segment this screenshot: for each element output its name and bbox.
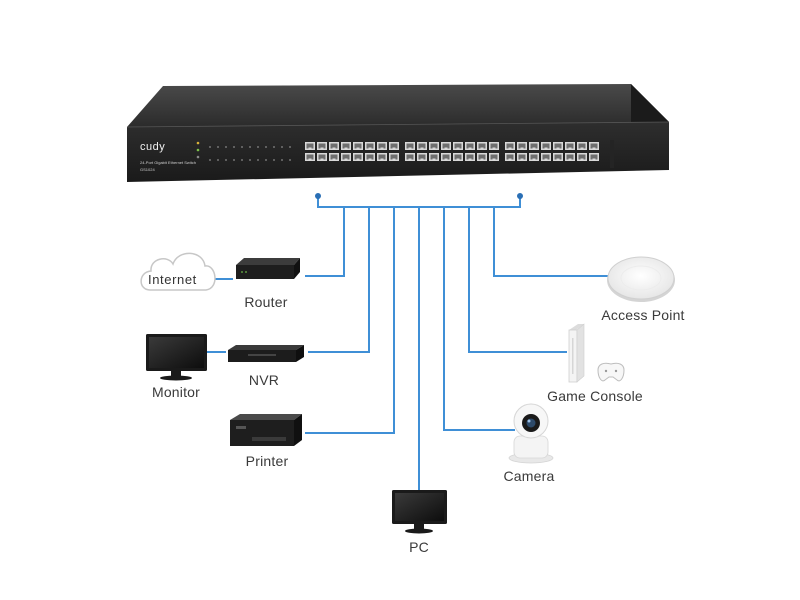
- line-game-console: [468, 207, 567, 353]
- switch-model-text: 24-Port Gigabit Ethernet Switch: [140, 160, 196, 165]
- pc-label: PC: [409, 539, 429, 555]
- printer-label: Printer: [246, 453, 289, 469]
- bus-end-right: [517, 193, 523, 199]
- bus-line: [317, 197, 521, 208]
- gamepad-icon: [597, 362, 625, 382]
- access-point-label: Access Point: [601, 307, 684, 323]
- router-label: Router: [244, 294, 287, 310]
- monitor-device: Monitor: [146, 334, 207, 400]
- line-nvr: [308, 207, 370, 353]
- line-printer: [305, 207, 395, 434]
- monitor-label: Monitor: [152, 384, 200, 400]
- switch-model-number: GS1024: [140, 167, 155, 172]
- line-router: [305, 207, 345, 277]
- router-device: Router: [236, 258, 300, 310]
- printer-device: Printer: [230, 414, 302, 469]
- pc-device: PC: [392, 490, 447, 555]
- camera-label: Camera: [504, 468, 555, 484]
- connection-lines: [207, 193, 608, 490]
- nvr-label: NVR: [249, 372, 279, 388]
- bus-end-left: [315, 193, 321, 199]
- nvr-device: NVR: [228, 345, 304, 388]
- game-console-label: Game Console: [547, 388, 643, 404]
- internet-label: Internet: [148, 272, 197, 287]
- line-access-point: [493, 207, 608, 277]
- game-console-device: Game Console: [547, 323, 643, 404]
- access-point-device: Access Point: [601, 256, 684, 323]
- switch-brand-logo: cudy: [140, 141, 165, 153]
- internet-cloud: Internet: [140, 252, 216, 291]
- line-camera: [443, 207, 515, 431]
- camera-device: Camera: [504, 403, 555, 484]
- switch-status-leds: [196, 141, 291, 161]
- network-switch: cudy 24-Port Gigabit Ethernet Switch GS1…: [126, 84, 670, 182]
